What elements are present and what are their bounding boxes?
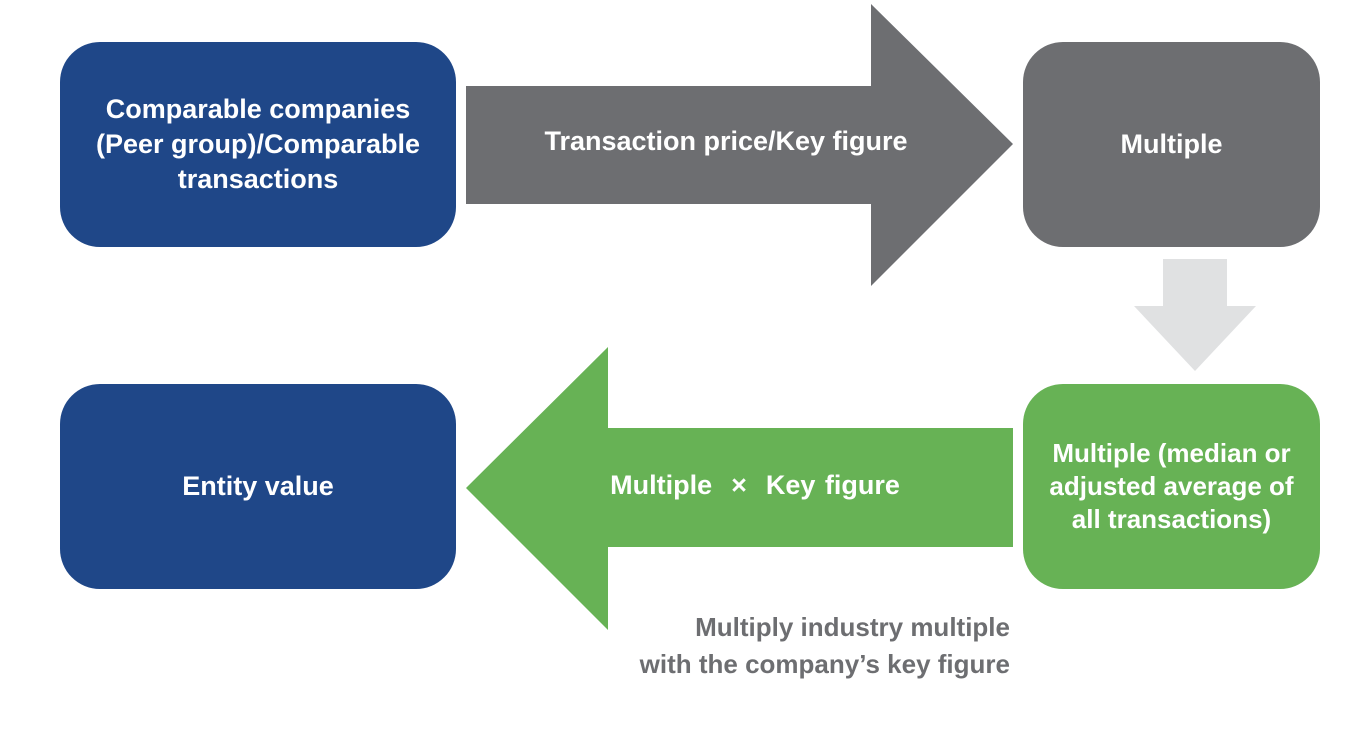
left-arrow-shape [466,347,1013,630]
down-arrow-shape [1134,259,1256,371]
entity-value-label: Entity value [182,471,334,501]
multiple-label: Multiple [1120,129,1223,159]
comparable-companies-box: Comparable companies (Peer group)/Compar… [60,42,456,247]
multiple-box: Multiple [1023,42,1320,247]
transaction-price-label: Transaction price/Key figure [544,126,908,156]
right-arrow-shape [466,4,1013,286]
multiple-median-box: Multiple (median or adjusted average of … [1023,384,1320,589]
comparable-companies-label: Comparable companies (Peer group)/Compar… [95,94,421,194]
multiple-median-label: Multiple (median or adjusted average of … [1049,438,1294,534]
multiple-times-key-figure-label: Multiple × Key figure [610,470,900,500]
multiply-caption: Multiply industry multiple with the comp… [639,612,1010,679]
entity-value-box: Entity value [60,384,456,589]
